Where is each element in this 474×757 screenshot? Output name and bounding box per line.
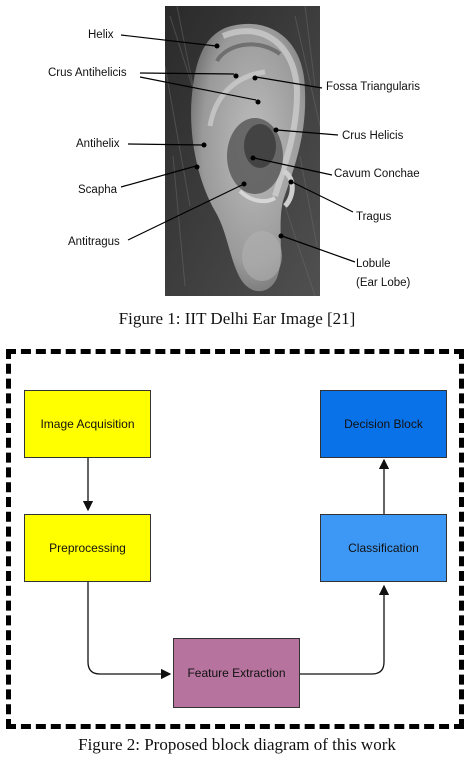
diagram-arrows bbox=[82, 456, 390, 680]
label-helix: Helix bbox=[88, 29, 114, 41]
label-cavum-conchae: Cavum Conchae bbox=[334, 168, 420, 180]
label-tragus: Tragus bbox=[356, 211, 392, 223]
figure2-caption: Figure 2: Proposed block diagram of this… bbox=[78, 735, 396, 754]
label-ear-lobe: (Ear Lobe) bbox=[356, 277, 411, 289]
feature-extraction-block: Feature Extraction bbox=[173, 638, 300, 708]
figure1-caption: Figure 1: IIT Delhi Ear Image [21] bbox=[118, 309, 356, 328]
label-crus-helicis: Crus Helicis bbox=[342, 130, 404, 142]
label-scapha: Scapha bbox=[78, 184, 118, 196]
decision-block: Decision Block bbox=[320, 390, 447, 458]
label-fossa-triangularis: Fossa Triangularis bbox=[326, 81, 420, 93]
label-antihelix: Antihelix bbox=[76, 138, 120, 150]
classification-block: Classification bbox=[320, 514, 447, 582]
label-antitragus: Antitragus bbox=[68, 236, 120, 248]
preprocessing-block: Preprocessing bbox=[24, 514, 151, 582]
label-crus-antihelicis: Crus Antihelicis bbox=[48, 67, 127, 79]
leader-lines bbox=[120, 34, 356, 263]
label-lobule: Lobule bbox=[356, 258, 391, 270]
image-acquisition-block: Image Acquisition bbox=[24, 390, 151, 458]
block-diagram-frame bbox=[6, 349, 464, 729]
